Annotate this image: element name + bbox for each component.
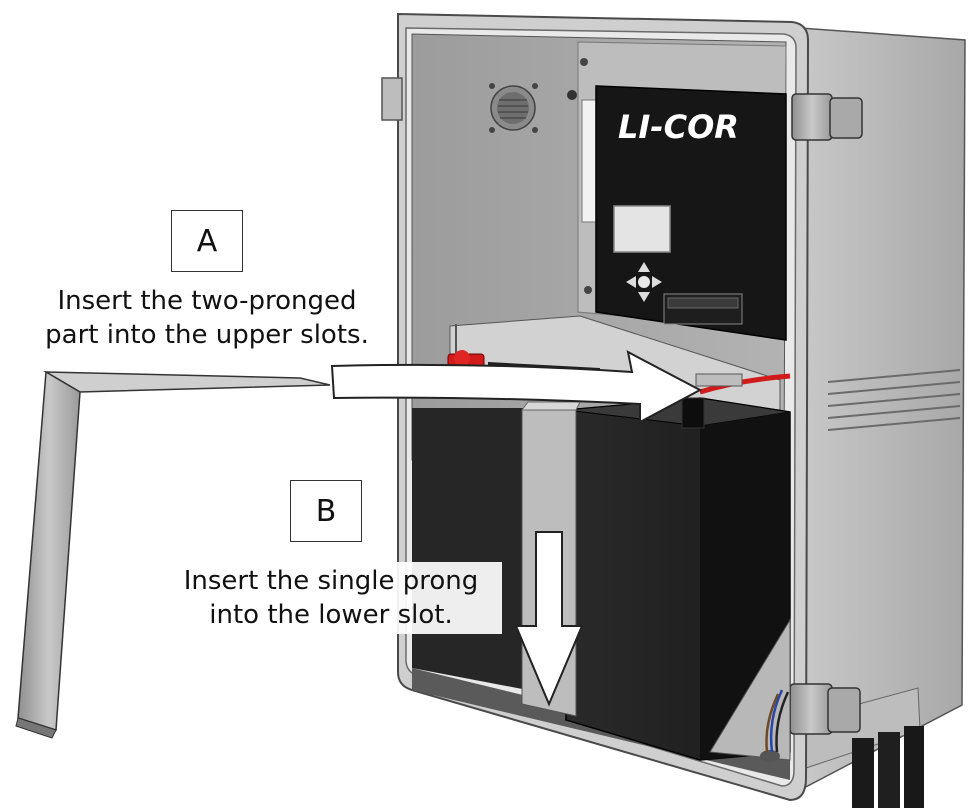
step-b-caption: Insert the single prong into the lower s…	[160, 562, 502, 634]
arrow-lower-slot	[514, 531, 584, 707]
latch-lower	[789, 683, 861, 735]
step-b-letter: B	[315, 493, 337, 529]
arrow-upper-slots	[330, 350, 703, 424]
step-b-line-2: into the lower slot.	[209, 600, 453, 630]
left-hinge	[381, 77, 403, 121]
lcd-display	[613, 205, 671, 253]
step-a-line-2: part into the upper slots.	[45, 320, 369, 350]
control-unit: LI-COR	[595, 85, 787, 341]
cable-glands	[852, 726, 924, 808]
wires	[765, 689, 790, 753]
latch-upper	[791, 93, 863, 141]
angled-support	[709, 618, 791, 762]
keypad	[626, 262, 662, 302]
step-a-badge: A	[171, 210, 243, 272]
step-a-letter: A	[196, 223, 218, 259]
brand-logo: LI-COR	[618, 108, 739, 146]
step-b-badge: B	[290, 480, 362, 542]
step-a-line-1: Insert the two-pronged	[57, 286, 357, 316]
battery-bracket-part	[15, 370, 331, 739]
speaker-grille	[489, 83, 538, 133]
step-b-line-1: Insert the single prong	[183, 566, 479, 596]
vent-slits	[827, 369, 961, 431]
negative-terminal	[681, 397, 705, 429]
enclosure-side-wall	[799, 27, 966, 792]
battery	[488, 362, 791, 761]
step-a-caption: Insert the two-pronged part into the upp…	[22, 284, 392, 352]
